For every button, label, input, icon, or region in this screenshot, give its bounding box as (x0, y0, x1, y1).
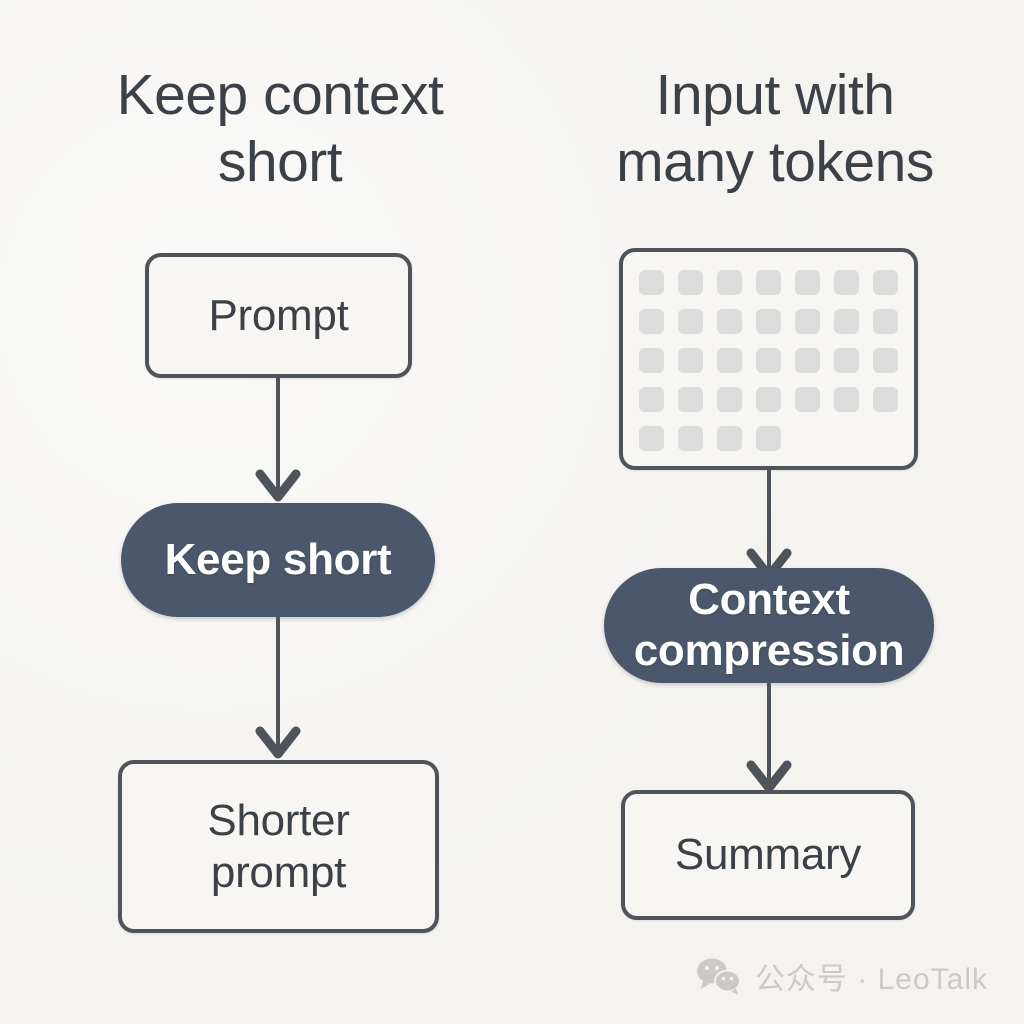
watermark-text: 公众号 · LeoTalk (754, 963, 988, 996)
arrow-keep-short-to-shorter-prompt (247, 617, 309, 761)
wechat-icon (696, 957, 742, 995)
token-cell (717, 387, 742, 412)
node-summary-label: Summary (674, 830, 862, 880)
token-cell (717, 348, 742, 373)
token-cell (873, 270, 898, 295)
watermark: 公众号 · LeoTalk (696, 954, 988, 998)
token-cell (678, 270, 703, 295)
token-cell (639, 426, 664, 451)
node-prompt[interactable]: Prompt (145, 253, 412, 378)
token-cell (795, 387, 820, 412)
token-cell (717, 309, 742, 334)
token-cell (639, 348, 664, 373)
node-context-compression-label: Context compression (633, 575, 905, 675)
arrow-context-compression-to-summary (738, 683, 800, 795)
token-cell (834, 309, 859, 334)
node-shorter-prompt-label: Shorter prompt (207, 795, 350, 897)
token-grid-cells (639, 270, 898, 451)
node-keep-short[interactable]: Keep short (121, 503, 435, 617)
token-cell (834, 348, 859, 373)
token-cell (795, 309, 820, 334)
token-cell (639, 387, 664, 412)
token-cell (873, 309, 898, 334)
token-cell (678, 309, 703, 334)
token-cell (873, 387, 898, 412)
token-cell (795, 348, 820, 373)
arrow-tokens-to-context-compression (738, 470, 800, 583)
token-cell (717, 270, 742, 295)
column-title-left: Keep context short (116, 63, 444, 194)
node-token-grid[interactable] (619, 248, 918, 470)
node-context-compression[interactable]: Context compression (604, 568, 934, 683)
token-cell (717, 426, 742, 451)
column-title-right: Input with many tokens (616, 63, 934, 194)
token-cell (873, 348, 898, 373)
token-cell (639, 309, 664, 334)
token-cell (756, 270, 781, 295)
token-cell (639, 270, 664, 295)
token-cell (756, 387, 781, 412)
token-cell (678, 387, 703, 412)
token-cell (795, 270, 820, 295)
node-keep-short-label: Keep short (164, 534, 392, 584)
token-cell (678, 426, 703, 451)
token-cell (834, 270, 859, 295)
token-cell (678, 348, 703, 373)
token-cell (756, 309, 781, 334)
arrow-prompt-to-keep-short (247, 378, 309, 504)
node-prompt-label: Prompt (208, 290, 349, 340)
token-cell (834, 387, 859, 412)
node-shorter-prompt[interactable]: Shorter prompt (118, 760, 439, 933)
node-summary[interactable]: Summary (621, 790, 915, 920)
token-cell (756, 426, 781, 451)
token-cell (756, 348, 781, 373)
